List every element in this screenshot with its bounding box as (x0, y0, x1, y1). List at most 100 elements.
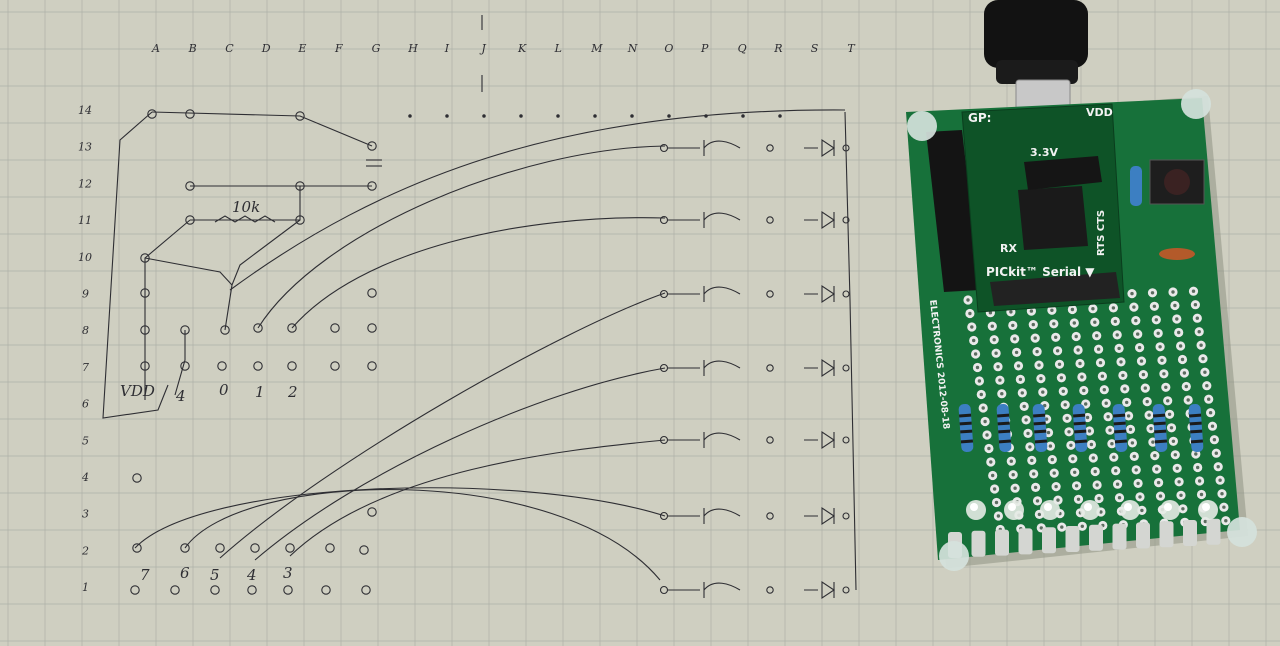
column-letter: L (554, 42, 562, 55)
voltage-label: 3.3V (1030, 146, 1058, 159)
column-letter: G (372, 42, 381, 55)
sketch-outline (102, 111, 169, 419)
resistor (958, 403, 974, 453)
pcb-hole (1147, 413, 1151, 417)
pcb-hole (1044, 417, 1049, 421)
push-button-cap (1164, 169, 1190, 195)
pcb-hole (1032, 472, 1036, 476)
sketch-dot (330, 361, 340, 371)
pcb-hole (1111, 306, 1116, 310)
pcb-hole (989, 460, 993, 464)
resistor (996, 403, 1012, 453)
pcb-hole (1205, 384, 1209, 388)
pcb-hole (1125, 400, 1129, 405)
pcb-hole (992, 487, 997, 491)
led-row-dot (659, 289, 669, 299)
pcb-hole (1018, 377, 1023, 382)
sketch-dot (367, 507, 377, 517)
pcb-hole (1080, 524, 1085, 528)
pcb-hole (1112, 455, 1116, 459)
pcb-hole (1110, 442, 1114, 446)
pcb-hole (1054, 335, 1058, 339)
row-number: 5 (82, 434, 89, 447)
column-letter: K (517, 42, 527, 55)
led-highlight (970, 503, 978, 511)
pcb-hole (988, 311, 993, 315)
pcb-hole (1039, 376, 1043, 381)
pcb-hole (973, 352, 978, 356)
pickit-serial-label: PICkit™ Serial ▼ (986, 265, 1095, 279)
resistor (1188, 403, 1204, 453)
resistor (1032, 403, 1048, 453)
led-row-dot (842, 290, 850, 298)
pcb-hole (1011, 323, 1015, 328)
pcb-hole (1117, 346, 1121, 351)
pcb-hole (1076, 348, 1080, 352)
pcb-hole (1097, 496, 1101, 501)
pcb-edge-pad (995, 529, 1009, 556)
sketch-wire (254, 367, 666, 561)
pcb-hole (1085, 415, 1090, 420)
pcb-hole (1057, 362, 1062, 366)
pcb-hole (1037, 512, 1042, 517)
pcb-hole (1060, 525, 1064, 529)
led-row-resistor (668, 212, 741, 228)
led-row-dot (842, 144, 850, 152)
pcb-hole (1087, 429, 1092, 433)
led-row-resistor (668, 360, 741, 376)
led-number-5: 5 (210, 566, 220, 584)
header-pin-0: 0 (219, 381, 229, 399)
sketch-dot (667, 114, 671, 118)
pcb-hole (970, 325, 974, 329)
pcb-hole (985, 433, 989, 437)
sketch-wire (184, 489, 661, 581)
pcb-hole (1052, 471, 1056, 475)
sketch-dot (287, 361, 297, 371)
led-row-dot (842, 512, 850, 520)
column-letter: C (225, 42, 234, 55)
header-pin-4: 4 (175, 387, 186, 405)
pcb-edge-pad (1112, 523, 1127, 550)
pcb-hole (1013, 337, 1017, 341)
column-letter: H (407, 42, 418, 55)
led-highlight (1084, 503, 1092, 511)
rts-cts-label: RTS CTS (1096, 210, 1107, 256)
column-letter: Q (738, 42, 747, 55)
pcb-hole (979, 392, 983, 397)
sketch-dot (147, 109, 157, 119)
pcb-edge-pad (1018, 528, 1033, 555)
led-row-dot (659, 215, 669, 225)
pcb-hole (1195, 316, 1200, 320)
pcb-hole (1216, 465, 1220, 469)
pcb-hole (994, 500, 999, 505)
led-number-7: 7 (140, 566, 150, 584)
pcb-hole (1115, 482, 1120, 486)
row-number: 2 (81, 544, 89, 557)
column-letter: M (590, 42, 603, 55)
led-row-dot (842, 586, 850, 594)
pcb-hole (981, 406, 985, 410)
pcb-hole (1171, 439, 1176, 443)
pcb-hole (1046, 430, 1051, 435)
pcb-hole (1143, 386, 1148, 390)
pcb-hole (1210, 424, 1215, 428)
pcb-hole (1224, 519, 1228, 523)
sketch-dot (170, 585, 180, 595)
led-row-dot (659, 585, 669, 595)
pcb-hole (1055, 349, 1060, 353)
pcb-hole (1009, 310, 1013, 314)
led-row (966, 500, 1218, 520)
pcb-hole (1108, 428, 1112, 432)
pcb-hole (1207, 397, 1211, 401)
pcb-hole (1160, 358, 1164, 362)
pcb-hole (996, 365, 1000, 369)
pcb-hole (1100, 374, 1105, 378)
pcb-hole (1020, 391, 1024, 395)
protoboard-pcb (906, 89, 1257, 571)
pcb-hole (1095, 483, 1099, 487)
row-number: 9 (82, 288, 89, 301)
pcb-hole (1029, 309, 1034, 313)
pcb-hole (1041, 390, 1045, 394)
pcb-hole (1071, 457, 1075, 461)
